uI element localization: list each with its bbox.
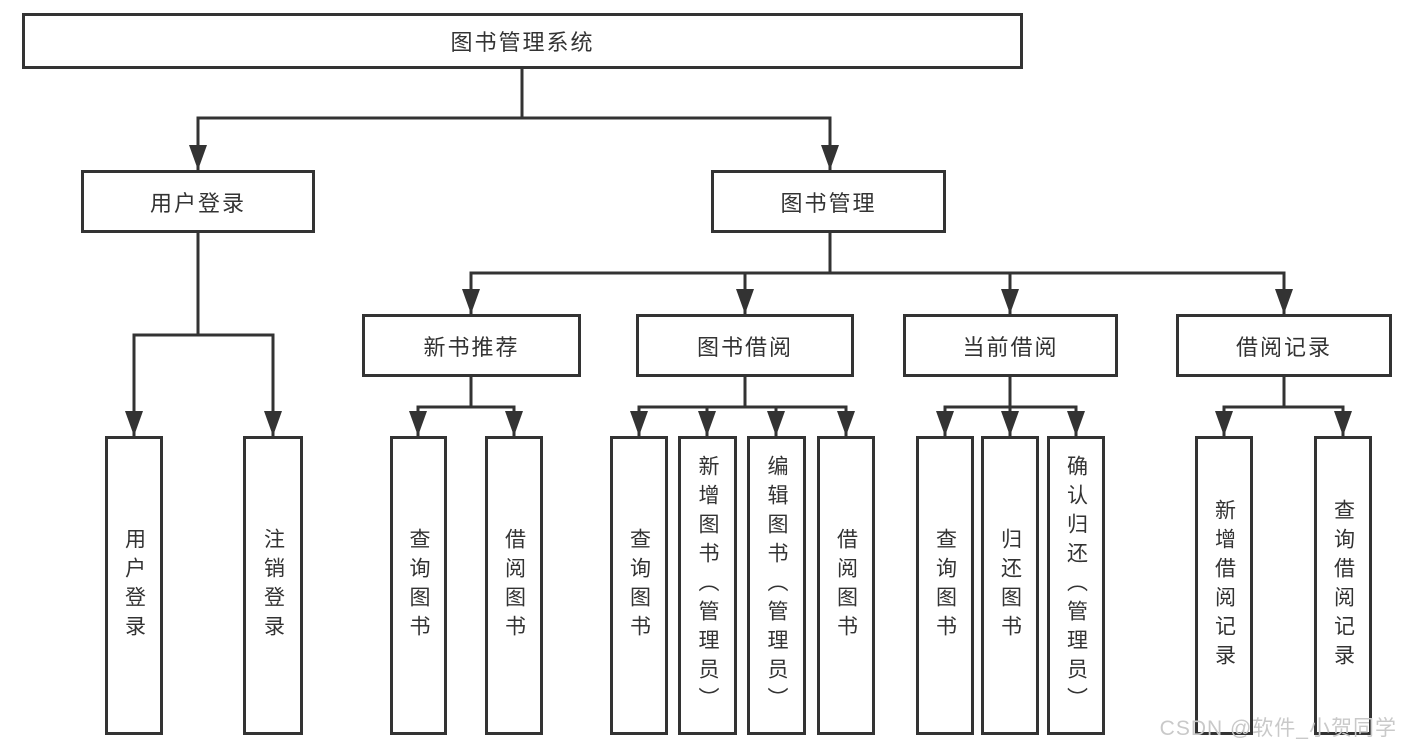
connector-book-borrow-children [630, 377, 855, 436]
leaf-return-books: 归还图书 [981, 436, 1039, 735]
node-label: 查询图书 [407, 527, 430, 644]
node-label: 注销登录 [261, 527, 285, 644]
node-label: 图书管理系统 [450, 30, 595, 55]
leaf-user-login: 用户登录 [105, 436, 163, 735]
leaf-confirm-return-admin: 确认归还（管理员） [1047, 436, 1105, 735]
node-new-book-recommend: 新书推荐 [362, 314, 581, 377]
node-label: 当前借阅 [962, 334, 1059, 360]
leaf-query-borrow-record: 查询借阅记录 [1314, 436, 1372, 735]
node-label: 借阅记录 [1235, 334, 1332, 360]
node-label: 图书管理 [780, 190, 877, 216]
node-label: 查询图书 [627, 527, 651, 644]
node-label: 用户登录 [149, 190, 246, 216]
node-label: 图书借阅 [696, 334, 793, 360]
node-label: 借阅图书 [502, 527, 526, 644]
node-label: 新增图书（管理员） [696, 455, 719, 716]
node-label: 用户登录 [122, 527, 146, 644]
leaf-add-books-admin: 新增图书（管理员） [678, 436, 737, 735]
connector-borrow-records-children [1215, 377, 1352, 436]
node-label: 归还图书 [998, 527, 1022, 644]
leaf-borrow-books-recommend: 借阅图书 [485, 436, 543, 735]
connector-current-borrow-children [936, 377, 1085, 436]
csdn-watermark: CSDN @软件_小贺同学 [1159, 717, 1397, 740]
connector-book-management-children [462, 233, 1293, 314]
connector-new-book-recommend-children [409, 377, 523, 436]
node-current-borrow: 当前借阅 [903, 314, 1118, 377]
node-root-system: 图书管理系统 [22, 13, 1023, 69]
leaf-edit-books-admin: 编辑图书（管理员） [747, 436, 806, 735]
connector-root-to-level2 [189, 69, 839, 170]
node-book-management: 图书管理 [711, 170, 946, 233]
leaf-query-books-recommend: 查询图书 [390, 436, 447, 735]
leaf-logout: 注销登录 [243, 436, 303, 735]
node-borrow-records: 借阅记录 [1176, 314, 1392, 377]
leaf-add-borrow-record: 新增借阅记录 [1195, 436, 1253, 735]
leaf-query-books-borrow: 查询图书 [610, 436, 668, 735]
leaf-borrow-books: 借阅图书 [817, 436, 875, 735]
node-label: 借阅图书 [834, 527, 858, 644]
node-user-login: 用户登录 [81, 170, 315, 233]
node-label: 新增借阅记录 [1212, 498, 1236, 673]
node-label: 查询借阅记录 [1331, 498, 1355, 673]
leaf-query-books-current: 查询图书 [916, 436, 974, 735]
node-label: 确认归还（管理员） [1064, 455, 1088, 716]
node-label: 新书推荐 [423, 334, 520, 360]
node-label: 编辑图书（管理员） [765, 455, 788, 716]
node-book-borrow: 图书借阅 [636, 314, 854, 377]
node-label: 查询图书 [933, 527, 957, 644]
connector-user-login-children [125, 233, 282, 436]
